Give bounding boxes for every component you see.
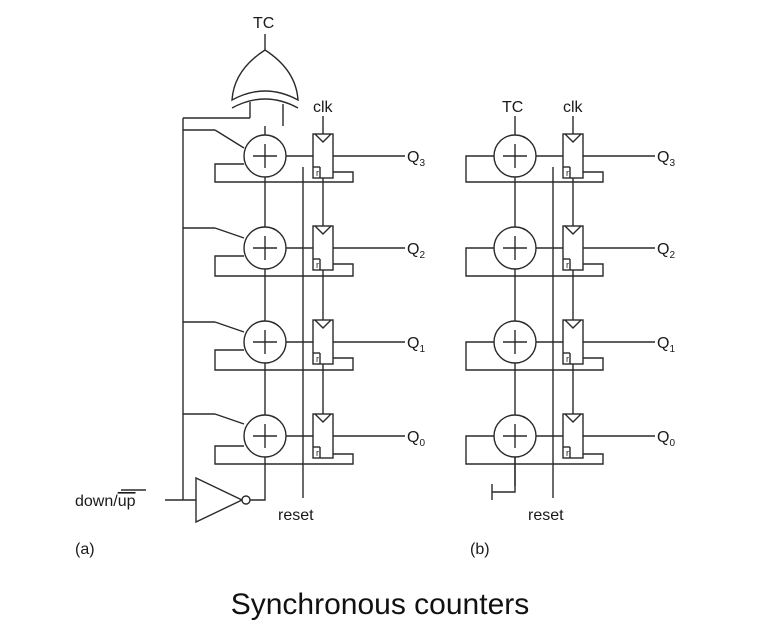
ground-icon [491,457,516,500]
output-label: Q3 [407,149,425,169]
stage-b-1 [465,319,655,371]
tc-label-b: TC [502,99,523,116]
stage-a-2 [183,225,405,277]
down-up-label: down/up [75,493,136,510]
output-label: Q0 [657,429,675,449]
ff-reset-mark: r [316,354,319,364]
xor-gate [231,34,299,109]
stage-a-1 [183,319,405,371]
ff-reset-mark: r [566,260,569,270]
ff-reset-mark: r [316,448,319,458]
ff-reset-mark: r [316,168,319,178]
output-label: Q3 [657,149,675,169]
inverter [165,476,266,524]
panel-a: TC clk [75,15,425,558]
ff-reset-mark: r [566,168,569,178]
clk-label-a: clk [313,99,334,116]
stage-a-0 [183,413,405,465]
panel-b: TC clk [465,99,675,558]
ff-reset-mark: r [566,354,569,364]
reset-label-a: reset [278,507,314,524]
stage-b-2 [465,225,655,277]
caption: Synchronous counters [230,588,530,621]
stage-b-3 [465,133,655,183]
ff-reset-mark: r [316,260,319,270]
tc-label-a: TC [253,15,274,32]
clk-label-b: clk [563,99,584,116]
output-label: Q2 [407,241,425,261]
stage-a-3 [183,129,405,183]
output-label: Q1 [407,335,425,355]
stage-b-0 [465,413,655,465]
output-label: Q2 [657,241,675,261]
panel-a-tag: (a) [75,541,95,558]
output-label: Q1 [657,335,675,355]
reset-label-b: reset [528,507,564,524]
output-label: Q0 [407,429,425,449]
panel-b-tag: (b) [470,541,490,558]
ff-reset-mark: r [566,448,569,458]
